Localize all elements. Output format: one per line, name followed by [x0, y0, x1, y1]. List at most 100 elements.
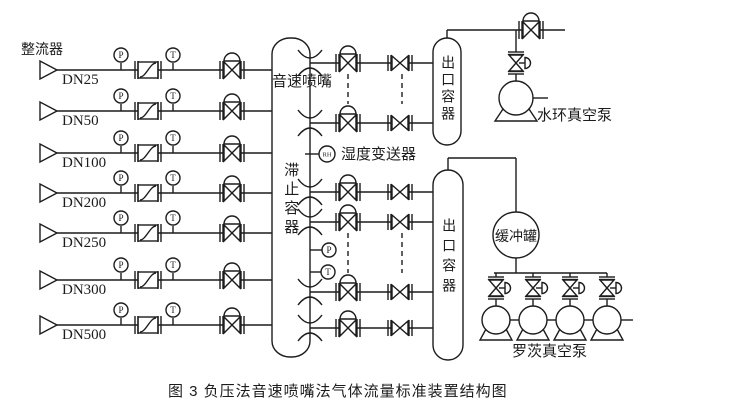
nozzle-row-4	[297, 204, 433, 236]
water-ring-pump-assembly	[446, 12, 565, 122]
temperature-gauge-icon	[165, 210, 181, 226]
control-valve-icon	[335, 174, 361, 202]
inlet-branch-dn100	[39, 130, 272, 163]
stagnation-vessel-label: 滞止容器	[282, 162, 300, 238]
control-valve-icon	[219, 135, 245, 163]
temperature-gauge-icon	[165, 257, 181, 273]
pressure-gauge-icon	[113, 88, 129, 104]
shutoff-valve-icon	[387, 283, 413, 301]
svg-text:P: P	[118, 133, 123, 143]
inlet-branch-dn200	[39, 170, 272, 203]
temperature-gauge-icon	[165, 130, 181, 146]
vessel-instruments: RH P T	[305, 145, 337, 280]
temperature-gauge-icon	[320, 264, 336, 280]
control-valve-icon	[219, 93, 245, 121]
flowmeter-icon	[134, 60, 162, 80]
temperature-gauge-icon	[165, 88, 181, 104]
control-valve-icon	[219, 52, 245, 80]
svg-text:P: P	[118, 50, 123, 60]
svg-text:P: P	[118, 213, 123, 223]
dn200-label: DN200	[62, 195, 107, 211]
svg-text:P: P	[118, 305, 123, 315]
control-valve-icon	[219, 175, 245, 203]
pressure-gauge-icon	[113, 47, 129, 63]
inlet-branch-dn500	[39, 302, 272, 335]
pressure-gauge-icon	[113, 170, 129, 186]
isolation-valve-icon	[524, 276, 549, 300]
dn50-label: DN50	[62, 113, 99, 129]
control-valve-icon	[335, 204, 361, 232]
roots-pump-assembly	[447, 157, 634, 341]
water-ring-pump-icon	[498, 80, 534, 116]
svg-text:T: T	[170, 213, 176, 223]
control-valve-icon	[335, 310, 361, 338]
dn300-label: DN300	[62, 282, 107, 298]
pressure-gauge-icon	[113, 257, 129, 273]
flowmeter-icon	[134, 315, 162, 335]
control-valve-icon	[335, 45, 361, 73]
nozzle-row-2	[297, 105, 433, 137]
pressure-gauge-icon	[321, 242, 337, 258]
svg-text:T: T	[170, 133, 176, 143]
svg-text:T: T	[170, 305, 176, 315]
control-valve-icon	[335, 274, 361, 302]
control-valve-icon	[219, 307, 245, 335]
inlet-branch-dn300	[39, 257, 272, 290]
svg-text:RH: RH	[322, 152, 331, 159]
outlet-vessel-top-label: 出口容器	[440, 55, 457, 123]
isolation-valve-icon	[598, 276, 623, 300]
gauge-letters: P T P T P T P T P T P T P T	[118, 50, 176, 315]
pressure-gauge-icon	[113, 210, 129, 226]
dn25-label: DN25	[62, 72, 99, 88]
control-valve-icon	[219, 215, 245, 243]
pressure-gauge-icon	[113, 302, 129, 318]
svg-text:P: P	[326, 245, 331, 255]
figure-caption: 图 3 负压法音速喷嘴法气体流量标准装置结构图	[168, 383, 508, 400]
rectifier-label: 整流器	[21, 41, 63, 57]
svg-text:T: T	[170, 91, 176, 101]
roots-pump-label: 罗茨真空泵	[512, 343, 588, 360]
flowmeter-icon	[134, 101, 162, 121]
inlet-branch-dn50	[39, 88, 272, 121]
roots-pump-icon	[479, 305, 523, 341]
roots-pump-icon	[553, 305, 597, 341]
svg-text:P: P	[118, 260, 123, 270]
shutoff-valve-icon	[387, 114, 413, 132]
humidity-transmitter-label: 湿度变送器	[341, 146, 417, 163]
svg-text:T: T	[325, 267, 331, 277]
water-ring-pump-label: 水环真空泵	[537, 107, 613, 124]
svg-text:P: P	[118, 173, 123, 183]
flowmeter-icon	[134, 143, 162, 163]
control-valve-icon	[518, 12, 544, 40]
humidity-transmitter-icon	[318, 145, 336, 163]
svg-text:P: P	[118, 91, 123, 101]
shutoff-valve-icon	[387, 183, 413, 201]
isolation-valve-icon	[487, 276, 512, 300]
inlet-branch-dn250	[39, 210, 272, 243]
dn100-label: DN100	[62, 155, 107, 171]
nozzle-row-3	[297, 174, 433, 206]
temperature-gauge-icon	[165, 47, 181, 63]
svg-text:T: T	[170, 50, 176, 60]
svg-text:T: T	[170, 260, 176, 270]
inlet-branch-dn25	[39, 47, 272, 80]
flow-straightener-icon	[39, 60, 58, 80]
valve-linkage-dashes	[347, 74, 403, 273]
control-valve-icon	[335, 105, 361, 133]
control-valve-icon	[219, 262, 245, 290]
pump-base	[493, 108, 539, 122]
flowmeter-icon	[134, 223, 162, 243]
flowmeter-icon	[134, 270, 162, 290]
temperature-gauge-icon	[165, 170, 181, 186]
nozzle-row-6	[297, 310, 433, 342]
pressure-gauge-icon	[113, 130, 129, 146]
shutoff-valve-icon	[387, 54, 413, 72]
nozzle-row-5	[297, 274, 433, 306]
dn250-label: DN250	[62, 235, 107, 251]
sonic-nozzle-label: 音速喷嘴	[272, 73, 333, 90]
svg-text:T: T	[170, 173, 176, 183]
shutoff-valve-icon	[387, 213, 413, 231]
flowmeter-icon	[134, 183, 162, 203]
